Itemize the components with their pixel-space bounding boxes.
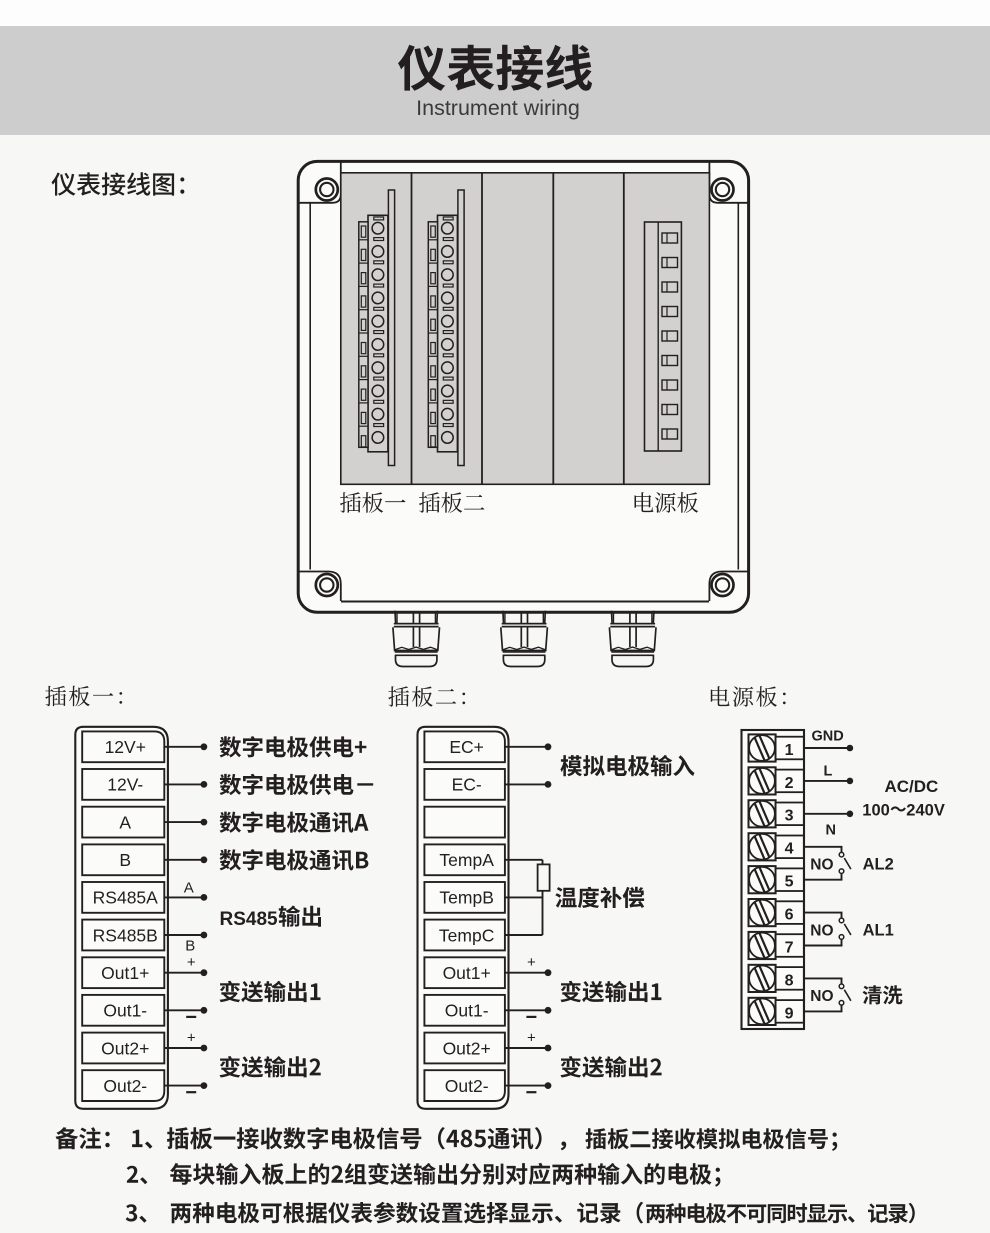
svg-text:Out2+: Out2+ bbox=[101, 1038, 149, 1058]
svg-text:TempA: TempA bbox=[439, 850, 494, 870]
svg-text:240V: 240V bbox=[906, 802, 945, 820]
svg-text:12V-: 12V- bbox=[107, 775, 143, 795]
svg-text:100: 100 bbox=[862, 802, 890, 820]
svg-text:L: L bbox=[824, 763, 833, 779]
svg-text:12V+: 12V+ bbox=[105, 737, 146, 757]
svg-text:6: 6 bbox=[785, 907, 794, 924]
svg-text:3: 3 bbox=[785, 808, 794, 825]
svg-text:1: 1 bbox=[785, 742, 794, 759]
svg-text:NO: NO bbox=[810, 857, 833, 874]
svg-text:Out1+: Out1+ bbox=[443, 963, 491, 983]
svg-text:N: N bbox=[826, 822, 836, 838]
svg-text:+: + bbox=[187, 1030, 196, 1047]
svg-text:Out2-: Out2- bbox=[445, 1076, 489, 1096]
svg-text:NO: NO bbox=[810, 922, 833, 939]
svg-text:4: 4 bbox=[785, 841, 794, 858]
svg-text:Out2-: Out2- bbox=[103, 1076, 147, 1096]
svg-text:5: 5 bbox=[785, 874, 794, 891]
svg-text:AL2: AL2 bbox=[863, 856, 894, 874]
svg-text:RS485B: RS485B bbox=[93, 925, 158, 945]
svg-text:EC+: EC+ bbox=[449, 737, 484, 757]
svg-text:8: 8 bbox=[785, 972, 794, 989]
svg-text:Instrument wiring: Instrument wiring bbox=[416, 96, 580, 120]
svg-text:Out1+: Out1+ bbox=[101, 963, 149, 983]
svg-text:RS485A: RS485A bbox=[93, 888, 159, 908]
svg-text:Out1-: Out1- bbox=[445, 1001, 489, 1021]
svg-text:Out1-: Out1- bbox=[103, 1001, 147, 1021]
svg-text:Out2+: Out2+ bbox=[443, 1038, 491, 1058]
svg-text:B: B bbox=[185, 937, 195, 954]
svg-text:TempB: TempB bbox=[439, 888, 493, 908]
svg-text:9: 9 bbox=[785, 1005, 794, 1022]
svg-text:7: 7 bbox=[785, 939, 794, 956]
svg-text:+: + bbox=[527, 954, 536, 971]
svg-text:EC-: EC- bbox=[452, 775, 482, 795]
svg-text:A: A bbox=[184, 879, 194, 896]
svg-text:A: A bbox=[119, 812, 131, 832]
svg-text:2: 2 bbox=[785, 775, 794, 792]
svg-text:GND: GND bbox=[812, 729, 844, 745]
svg-text:AC/DC: AC/DC bbox=[885, 777, 939, 796]
svg-text:B: B bbox=[119, 850, 131, 870]
svg-text:NO: NO bbox=[810, 988, 833, 1005]
svg-text:+: + bbox=[187, 954, 196, 971]
svg-text:TempC: TempC bbox=[439, 925, 494, 945]
svg-text:+: + bbox=[527, 1030, 536, 1047]
svg-text:AL1: AL1 bbox=[863, 921, 894, 939]
svg-text:RS485: RS485 bbox=[220, 909, 279, 930]
